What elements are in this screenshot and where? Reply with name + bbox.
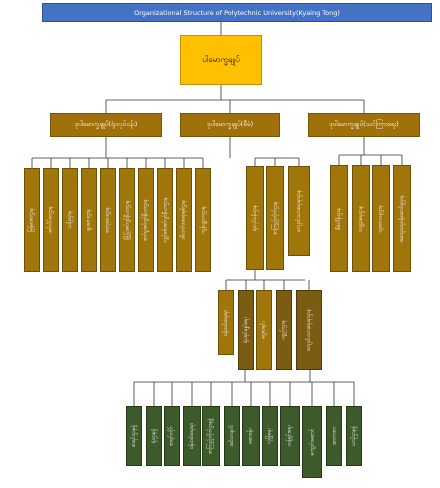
- pro-rector-3-label: ဒုပါမောက္ခချုပ်(သင်ကြားရေး): [329, 120, 399, 128]
- admin-dept-3-label: ကျောင်းသားရေးရာဌာန: [296, 190, 303, 232]
- service-dept-2-label: ဘဏ္ဍာရေးဌာန: [358, 205, 364, 232]
- section-12-label: ယာဉ်ဌာနခွဲ: [351, 426, 358, 446]
- section-6-label: အင်တာနက်: [229, 425, 235, 447]
- section-4-label: ဝန်ထမ်းရေးရာ: [189, 422, 196, 450]
- service-dept-3: သုတေသနဌာန: [372, 165, 390, 272]
- admin-dept-2-label: စာကြည့်တိုက်ဌာန: [272, 201, 278, 235]
- section-3: စာရင်းကိုင်: [164, 406, 180, 466]
- academic-dept-6: မြို့ပြအင်ဂျင်နီယာဌာန: [119, 168, 135, 272]
- section-7-label: ဆေးခန်း: [247, 428, 254, 444]
- section-1-label: စာရင်းဌာနခွဲ: [131, 424, 138, 448]
- academic-dept-2: အင်္ဂလိပ်စာဌာန: [43, 168, 59, 272]
- section-11: အားကစား: [326, 406, 342, 466]
- academic-dept-7-label: စက်မှုအင်ဂျင်နီယာဌာန: [143, 199, 150, 241]
- sub-unit-5-label: ကျောင်းသားရေးရာဌာန: [306, 309, 313, 351]
- section-9: သန့်ရှင်းရေး: [280, 406, 300, 466]
- academic-dept-7: စက်မှုအင်ဂျင်နီယာဌာန: [138, 168, 154, 272]
- sub-unit-3: ငွေစာရင်း: [256, 290, 272, 370]
- section-8: လုံခြုံရေး: [262, 406, 278, 466]
- admin-dept-1-label: ရုံးလုပ်ငန်းဌာန: [252, 205, 259, 231]
- section-2-label: ရုံးဌာနခွဲ: [151, 428, 157, 444]
- chart-title-text: Organizational Structure of Polytechnic …: [134, 8, 340, 17]
- section-3-label: စာရင်းကိုင်: [169, 426, 176, 446]
- section-7: ဆေးခန်း: [242, 406, 260, 466]
- section-8-label: လုံခြုံရေး: [267, 428, 274, 444]
- service-dept-2: ဘဏ္ဍာရေးဌာန: [352, 165, 370, 272]
- sub-unit-1-label: ဝန်ထမ်းရေးရာ: [223, 309, 230, 336]
- section-5: စာကြည့်တိုက်ဌာနခွဲ: [202, 406, 220, 466]
- pro-rector-1-label: ဒုပါမောက္ခချုပ်(ရုံးလုပ်ငန်း): [74, 120, 138, 128]
- sub-unit-4: ပစ္စည်းဌာန: [276, 290, 292, 370]
- chart-title: Organizational Structure of Polytechnic …: [42, 3, 432, 22]
- service-dept-1-label: စီမံကိန်းဌာန: [336, 207, 342, 230]
- academic-dept-3: သင်္ချာဌာန: [62, 168, 78, 272]
- admin-dept-2: စာကြည့်တိုက်ဌာန: [266, 166, 284, 270]
- service-dept-4: အထွေထွေဝန်ဆောင်မှုဌာန: [393, 165, 411, 272]
- section-12: ယာဉ်ဌာနခွဲ: [346, 406, 362, 466]
- section-10: ကျောင်းဆောင်: [302, 406, 322, 478]
- section-5-label: စာကြည့်တိုက်ဌာနခွဲ: [208, 418, 214, 454]
- sub-unit-4-label: ပစ္စည်းဌာန: [281, 320, 287, 340]
- service-dept-1: စီမံကိန်းဌာန: [330, 165, 348, 272]
- sub-unit-3-label: ငွေစာရင်း: [261, 321, 267, 339]
- section-4: ဝန်ထမ်းရေးရာ: [183, 406, 201, 466]
- sub-unit-2-label: ရုံးအုပ်ချုပ်ရေး: [243, 317, 249, 343]
- section-2: ရုံးဌာနခွဲ: [146, 406, 162, 466]
- academic-dept-9-label: အီလက်ထရောနစ်ဌာန: [181, 200, 187, 240]
- pro-rector-3-box: ဒုပါမောက္ခချုပ်(သင်ကြားရေး): [308, 113, 420, 137]
- rector-label: ပါမောက္ခချုပ်: [202, 55, 240, 64]
- section-6: အင်တာနက်: [224, 406, 240, 466]
- pro-rector-1-box: ဒုပါမောက္ခချုပ်(ရုံးလုပ်ငန်း): [50, 113, 162, 137]
- academic-dept-9: အီလက်ထရောနစ်ဌာန: [176, 168, 192, 272]
- section-11-label: အားကစား: [331, 426, 338, 446]
- admin-dept-1: ရုံးလုပ်ငန်းဌာန: [246, 166, 264, 270]
- academic-dept-8: လျှပ်စစ်အင်ဂျင်နီယာဌာန: [157, 168, 173, 272]
- section-9-label: သန့်ရှင်းရေး: [287, 425, 294, 447]
- academic-dept-4: ရူပဗေဒဌာန: [81, 168, 97, 272]
- academic-dept-5: ဓာတုဗေဒဌာန: [100, 168, 116, 272]
- academic-dept-1: မြန်မာစာဌာန: [24, 168, 40, 272]
- admin-dept-3: ကျောင်းသားရေးရာဌာန: [288, 166, 310, 256]
- academic-dept-8-label: လျှပ်စစ်အင်ဂျင်နီယာဌာန: [162, 197, 169, 243]
- service-dept-4-label: အထွေထွေဝန်ဆောင်မှုဌာန: [399, 194, 406, 243]
- section-10-label: ကျောင်းဆောင်: [309, 428, 315, 456]
- academic-dept-4-label: ရူပဗေဒဌာန: [86, 209, 93, 231]
- service-dept-3-label: သုတေသနဌာန: [378, 204, 385, 233]
- academic-dept-2-label: အင်္ဂလိပ်စာဌာန: [48, 206, 54, 234]
- pro-rector-2-box: ဒုပါမောက္ခချုပ်(စီမံ): [180, 113, 280, 137]
- academic-dept-6-label: မြို့ပြအင်ဂျင်နီယာဌာန: [124, 200, 131, 240]
- rector-box: ပါမောက္ခချုပ်: [180, 35, 262, 85]
- academic-dept-3-label: သင်္ချာဌာန: [67, 211, 74, 229]
- sub-unit-1: ဝန်ထမ်းရေးရာ: [218, 290, 234, 355]
- section-1: စာရင်းဌာနခွဲ: [126, 406, 142, 466]
- sub-unit-2: ရုံးအုပ်ချုပ်ရေး: [238, 290, 254, 370]
- academic-dept-10: ကွန်ပျူတာဌာန: [195, 168, 211, 272]
- pro-rector-2-label: ဒုပါမောက္ခချုပ်(စီမံ): [206, 120, 254, 128]
- academic-dept-1-label: မြန်မာစာဌာန: [29, 208, 36, 232]
- academic-dept-5-label: ဓာတုဗေဒဌာန: [105, 207, 111, 233]
- academic-dept-10-label: ကွန်ပျူတာဌာန: [200, 206, 206, 234]
- sub-unit-5: ကျောင်းသားရေးရာဌာန: [296, 290, 322, 370]
